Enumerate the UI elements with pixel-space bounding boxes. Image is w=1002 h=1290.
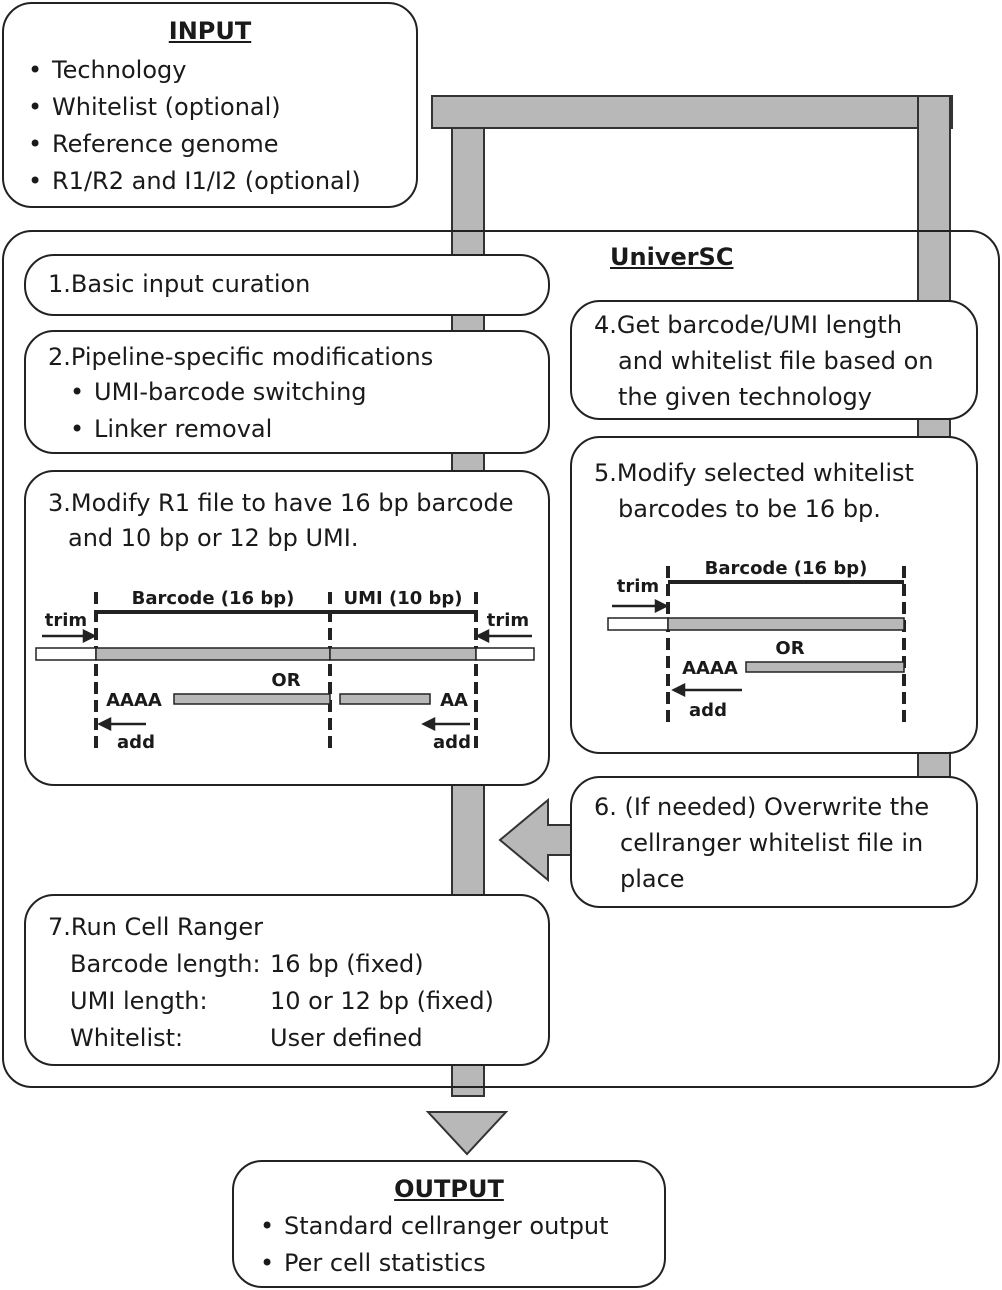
- wl-or-label: OR: [775, 638, 804, 659]
- step7-value: 16 bp (fixed): [270, 950, 424, 978]
- step2-box: 2.Pipeline-specific modifications UMI-ba…: [24, 330, 550, 454]
- or-label: OR: [271, 670, 300, 691]
- wl-overhang: [607, 617, 669, 631]
- read-right-overhang: [475, 647, 535, 661]
- step5-line1: 5.Modify selected whitelist: [594, 459, 914, 487]
- short-umi-segment: [339, 693, 431, 705]
- step2-item: Linker removal: [66, 411, 367, 448]
- input-title: INPUT: [168, 17, 252, 45]
- short-barcode-segment: [173, 693, 331, 705]
- input-item: R1/R2 and I1/I2 (optional): [24, 163, 361, 200]
- aa-label: AA: [440, 690, 468, 711]
- step6-arrow: [498, 797, 573, 883]
- step4-line1: 4.Get barcode/UMI length: [594, 311, 903, 339]
- output-title: OUTPUT: [394, 1175, 504, 1203]
- umi-label: UMI (10 bp): [343, 588, 462, 609]
- wl-barcode-label: Barcode (16 bp): [705, 558, 868, 579]
- step7-key: Whitelist:: [70, 1024, 184, 1052]
- add-right-label: add: [433, 732, 471, 753]
- step7-value: User defined: [270, 1024, 423, 1052]
- step3-label-line2: and 10 bp or 12 bp UMI.: [68, 524, 359, 552]
- wl-barcode-segment: [667, 617, 905, 631]
- step7-label: 7.Run Cell Ranger: [48, 913, 263, 941]
- step4-box: 4.Get barcode/UMI length and whitelist f…: [570, 300, 978, 420]
- input-box: INPUT Technology Whitelist (optional) Re…: [2, 2, 418, 208]
- step7-key: UMI length:: [70, 987, 208, 1015]
- step2-list: UMI-barcode switching Linker removal: [66, 374, 367, 448]
- input-item: Whitelist (optional): [24, 89, 361, 126]
- step1-label: 1.Basic input curation: [48, 270, 311, 298]
- step6-line3: place: [620, 865, 685, 893]
- step4-line2: and whitelist file based on: [618, 347, 934, 375]
- input-item: Technology: [24, 52, 361, 89]
- universc-container: UniverSC: [2, 230, 1000, 1088]
- step6-line1: 6. (If needed) Overwrite the: [594, 793, 930, 821]
- step5-box: 5.Modify selected whitelist barcodes to …: [570, 436, 978, 754]
- barcode-label: Barcode (16 bp): [132, 588, 295, 609]
- step7-box: 7.Run Cell Ranger Barcode length: 16 bp …: [24, 894, 550, 1066]
- step3-label-line1: 3.Modify R1 file to have 16 bp barcode: [48, 489, 514, 517]
- step3-read-diagram: Barcode (16 bp) UMI (10 bp) trim trim OR…: [35, 588, 535, 754]
- trim-left-label: trim: [45, 610, 87, 631]
- step7-value: 10 or 12 bp (fixed): [270, 987, 494, 1015]
- step3-box: 3.Modify R1 file to have 16 bp barcode a…: [24, 470, 550, 786]
- output-box: OUTPUT Standard cellranger output Per ce…: [232, 1160, 666, 1288]
- wl-add-label: add: [689, 700, 727, 721]
- step6-line2: cellranger whitelist file in: [620, 829, 924, 857]
- step7-key: Barcode length:: [70, 950, 261, 978]
- step2-item: UMI-barcode switching: [66, 374, 367, 411]
- branch-flow-bar-top: [431, 95, 953, 129]
- step6-box: 6. (If needed) Overwrite the cellranger …: [570, 776, 978, 908]
- step1-box: 1.Basic input curation: [24, 254, 550, 316]
- step4-line3: the given technology: [618, 383, 872, 411]
- read-barcode-segment: [95, 647, 331, 661]
- output-list: Standard cellranger output Per cell stat…: [256, 1208, 609, 1282]
- read-umi-segment: [329, 647, 477, 661]
- wl-short-segment: [745, 661, 905, 673]
- step2-label: 2.Pipeline-specific modifications: [48, 343, 434, 371]
- step5-whitelist-diagram: Barcode (16 bp) trim OR AAAA add: [607, 558, 906, 722]
- output-arrow-head: [425, 1111, 509, 1156]
- output-item: Per cell statistics: [256, 1245, 609, 1282]
- add-left-label: add: [117, 732, 155, 753]
- read-left-overhang: [35, 647, 97, 661]
- trim-right-label: trim: [487, 610, 529, 631]
- universc-title: UniverSC: [610, 243, 734, 271]
- input-list: Technology Whitelist (optional) Referenc…: [24, 52, 361, 200]
- input-item: Reference genome: [24, 126, 361, 163]
- step5-line2: barcodes to be 16 bp.: [618, 495, 881, 523]
- aaaa-label: AAAA: [106, 690, 162, 711]
- output-item: Standard cellranger output: [256, 1208, 609, 1245]
- wl-trim-label: trim: [617, 576, 659, 597]
- wl-aaaa-label: AAAA: [682, 658, 738, 679]
